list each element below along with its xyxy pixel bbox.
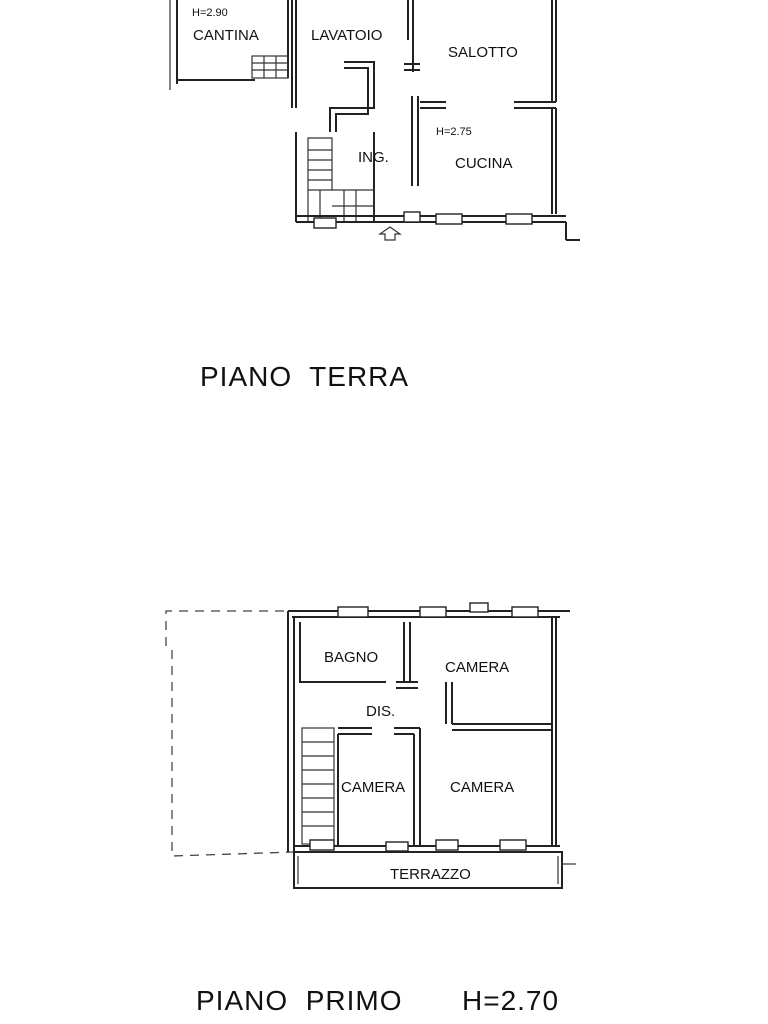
entrance-arrow-icon <box>378 226 402 241</box>
room-label-bagno: BAGNO <box>324 649 378 666</box>
room-label-salotto: SALOTTO <box>448 44 518 61</box>
room-label-terrazzo: TERRAZZO <box>390 866 471 883</box>
room-label-camera-bottom: CAMERA <box>450 779 514 796</box>
room-label-lavatoio: LAVATOIO <box>311 27 382 44</box>
cucina-height-label: H=2.75 <box>436 126 472 138</box>
first-floor-stair <box>301 727 335 845</box>
first-floor-plan <box>165 602 576 889</box>
first-floor-height: H=2.70 <box>462 985 560 1016</box>
first-floor-title: PIANO PRIMO <box>196 985 403 1016</box>
cantina-height-label: H=2.90 <box>192 7 228 19</box>
cantina-stair <box>251 55 289 79</box>
room-label-cucina: CUCINA <box>455 155 513 172</box>
ground-floor-plan <box>169 0 580 241</box>
room-label-ingresso: ING. <box>358 149 389 166</box>
room-label-dis: DIS. <box>366 703 395 720</box>
room-label-camera-small: CAMERA <box>341 779 405 796</box>
terrazzo-area <box>293 851 576 889</box>
room-label-camera-top: CAMERA <box>445 659 509 676</box>
room-label-cantina: CANTINA <box>193 27 259 44</box>
ground-stair <box>295 132 375 223</box>
ground-floor-title: PIANO TERRA <box>200 361 410 392</box>
